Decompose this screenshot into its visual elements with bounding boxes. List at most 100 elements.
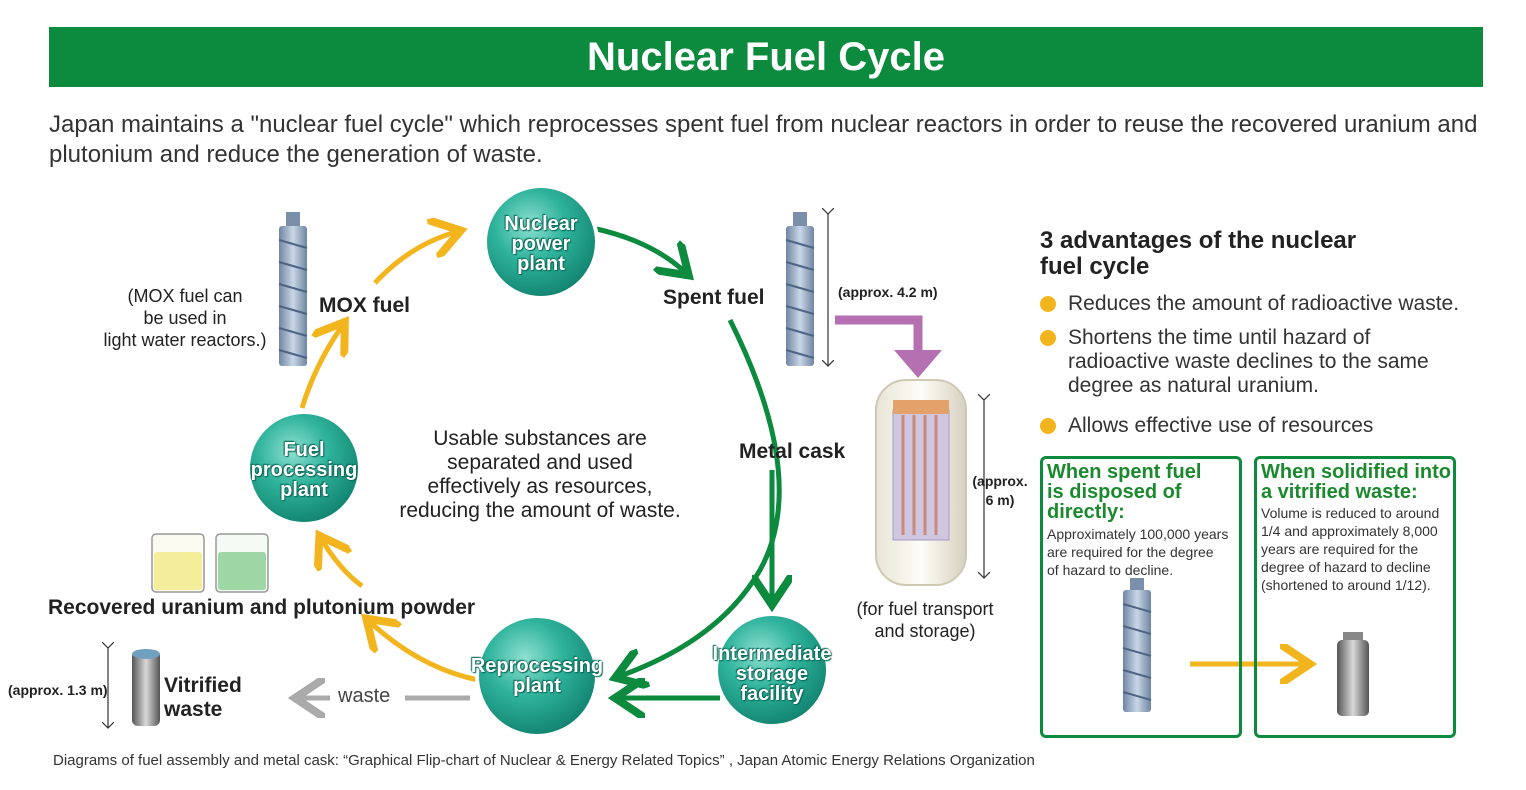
body-line: (shortened to around 1/12).	[1261, 577, 1431, 593]
heading-line: When spent fuel	[1047, 461, 1202, 483]
arrow-mox-to-plant	[373, 232, 456, 285]
center-text-line: Usable substances are	[433, 427, 647, 450]
heading-line: directly:	[1047, 501, 1125, 523]
advantages-title-line: 3 advantages of the nuclear	[1040, 227, 1357, 254]
direct-disposal-body: Approximately 100,000 years are required…	[1047, 525, 1228, 579]
body-line: Approximately 100,000 years	[1047, 526, 1229, 542]
page-title: Nuclear Fuel Cycle	[587, 35, 945, 79]
nuclear-power-plant-label: Nuclear power plant	[481, 214, 601, 274]
bullet-dot-icon	[1040, 418, 1056, 434]
waste-label: waste	[338, 685, 391, 707]
uranium-beaker-icon	[151, 533, 205, 593]
node-line: plant	[513, 675, 561, 697]
vitrified-size: (approx. 1.3 m)	[8, 682, 108, 698]
cask-size: (approx. 6 m)	[962, 472, 1038, 510]
vitrified-line: Vitrified	[164, 674, 242, 697]
arrow-processing-to-mox	[299, 326, 342, 409]
yellow-arrows	[299, 232, 1305, 683]
metal-cask-label: Metal cask	[739, 440, 846, 463]
spent-fuel-size: (approx. 4.2 m)	[838, 284, 938, 300]
advantage-line: Shortens the time until hazard of	[1068, 326, 1371, 349]
cask-note-line: and storage)	[874, 621, 976, 641]
small-canister-icon	[1337, 632, 1369, 716]
advantages-title: 3 advantages of the nuclear fuel cycle	[1040, 228, 1460, 280]
mox-note-line: light water reactors.)	[103, 330, 267, 350]
fuel-processing-plant-label: Fuel processing plant	[244, 440, 364, 500]
arrow-powder-to-processing	[322, 540, 364, 589]
advantage-line: degree as natural uranium.	[1068, 374, 1319, 397]
metal-cask-icon	[875, 379, 967, 586]
center-text: Usable substances are separated and used…	[360, 427, 720, 523]
advantage-item: Shortens the time until hazard of radioa…	[1040, 326, 1520, 398]
plutonium-beaker-icon	[215, 533, 269, 593]
vitrified-line: waste	[164, 698, 223, 721]
nuclear-power-plant-node	[483, 184, 599, 300]
vitrified-waste-body: Volume is reduced to around 1/4 and appr…	[1261, 504, 1439, 594]
advantages-title-line: fuel cycle	[1040, 253, 1150, 280]
reprocessing-plant-node	[475, 614, 599, 738]
intro-text: Japan maintains a "nuclear fuel cycle" w…	[49, 111, 1478, 168]
cask-note-line: (for fuel transport	[856, 599, 994, 619]
bullet-dot-icon	[1040, 296, 1056, 312]
cask-note: (for fuel transport and storage)	[830, 598, 1020, 642]
title-banner: Nuclear Fuel Cycle	[49, 27, 1483, 87]
center-text-line: reducing the amount of waste.	[399, 499, 681, 522]
advantage-line: Reduces the amount of radioactive waste.	[1068, 292, 1460, 315]
cask-size-line: (approx.	[972, 473, 1028, 489]
heading-line: a vitrified waste:	[1261, 481, 1418, 503]
intermediate-storage-node	[714, 612, 830, 728]
vitrified-waste-label: Vitrified waste	[164, 674, 242, 722]
purple-arrow-head	[894, 350, 942, 378]
heading-line: When solidified into	[1261, 461, 1451, 483]
advantage-line: Allows effective use of resources	[1068, 414, 1374, 437]
mox-note-line: (MOX fuel can	[127, 286, 243, 306]
node-line: plant	[517, 253, 565, 275]
arrow-reprocessing-to-powder	[370, 622, 479, 683]
node-line: Intermediate	[712, 643, 832, 665]
node-line: facility	[740, 683, 804, 705]
arrow-spent-to-reprocessing	[620, 318, 782, 676]
node-line: Reprocessing	[470, 655, 604, 677]
node-line: storage	[735, 663, 809, 685]
mox-fuel-label: MOX fuel	[319, 294, 411, 317]
reprocessing-plant-label: Reprocessing plant	[467, 656, 607, 696]
node-line: Fuel	[283, 439, 325, 461]
body-line: Volume is reduced to around	[1261, 505, 1440, 521]
node-line: power	[511, 233, 571, 255]
mox-note: (MOX fuel can be used in light water rea…	[75, 285, 295, 351]
mox-note-line: be used in	[143, 308, 227, 328]
spent-fuel-assembly-icon	[785, 212, 815, 366]
bullet-dot-icon	[1040, 330, 1056, 346]
heading-line: is disposed of	[1047, 481, 1182, 503]
cask-size-line: 6 m)	[985, 492, 1015, 508]
body-line: 1/4 and approximately 8,000	[1261, 523, 1438, 539]
body-line: of hazard to decline.	[1047, 562, 1174, 578]
recovered-powder-label: Recovered uranium and plutonium powder	[48, 596, 476, 619]
center-text-line: effectively as resources,	[427, 475, 653, 498]
direct-disposal-heading: When spent fuel is disposed of directly:	[1047, 462, 1201, 522]
node-line: Nuclear	[504, 213, 578, 235]
body-line: are required for the degree	[1047, 544, 1214, 560]
advantage-line: radioactive waste declines to the same	[1068, 350, 1429, 373]
node-line: processing	[250, 459, 358, 481]
mox-fuel-assembly-icon	[278, 212, 308, 366]
source-footnote: Diagrams of fuel assembly and metal cask…	[53, 752, 1035, 769]
node-line: plant	[280, 479, 328, 501]
body-line: years are required for the	[1261, 541, 1419, 557]
advantage-item: Reduces the amount of radioactive waste.	[1040, 292, 1520, 316]
box-fuel-assembly-icon	[1122, 578, 1152, 712]
vitrified-waste-heading: When solidified into a vitrified waste:	[1261, 462, 1451, 502]
arrow-plant-to-spent	[591, 225, 685, 272]
advantage-item: Allows effective use of resources	[1040, 414, 1520, 438]
body-line: degree of hazard to decline	[1261, 559, 1431, 575]
fuel-processing-plant-node	[246, 410, 362, 526]
vitrified-canister-icon	[132, 649, 160, 726]
purple-arrow	[835, 315, 923, 358]
direct-disposal-box	[1040, 456, 1242, 738]
intermediate-storage-label: Intermediate storage facility	[707, 644, 837, 704]
vitrified-waste-box	[1254, 456, 1456, 738]
spent-fuel-label: Spent fuel	[663, 286, 765, 309]
green-arrows	[591, 225, 782, 698]
center-text-line: separated and used	[447, 451, 633, 474]
